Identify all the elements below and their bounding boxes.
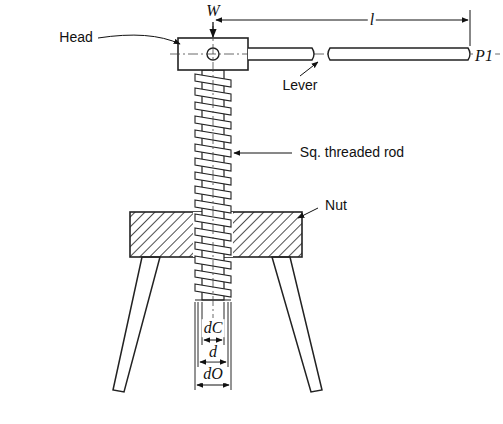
- force-symbol: P1: [473, 47, 495, 65]
- right-leg: [272, 257, 322, 392]
- mean-diameter: [200, 362, 226, 363]
- extension-lines: [195, 302, 231, 390]
- lever-rod: [248, 48, 314, 60]
- dimension-symbol: l: [368, 11, 376, 29]
- part-name: Sq. threaded rod: [298, 145, 406, 160]
- length-dimension: [216, 20, 468, 21]
- rod-leader: [234, 153, 292, 154]
- core-diameter: [204, 340, 222, 341]
- nut-body: [130, 212, 302, 257]
- dimension-symbol: d: [207, 343, 219, 361]
- lever-leader: [300, 62, 318, 76]
- centre-line: [213, 26, 214, 318]
- left-leg: [113, 257, 160, 392]
- part-name: Head: [57, 30, 94, 45]
- head-leader: [98, 35, 180, 44]
- dimension-symbol: dC: [202, 319, 225, 337]
- part-name: Nut: [323, 198, 349, 213]
- lever-rod: [328, 48, 470, 60]
- outer-diameter: [197, 385, 229, 386]
- dimension-symbol: dO: [201, 365, 225, 383]
- part-name: Lever: [280, 78, 319, 93]
- load-arrow: [212, 22, 213, 37]
- nut-leader: [298, 208, 318, 218]
- load-symbol: W: [204, 2, 221, 20]
- extension-line: [470, 10, 471, 46]
